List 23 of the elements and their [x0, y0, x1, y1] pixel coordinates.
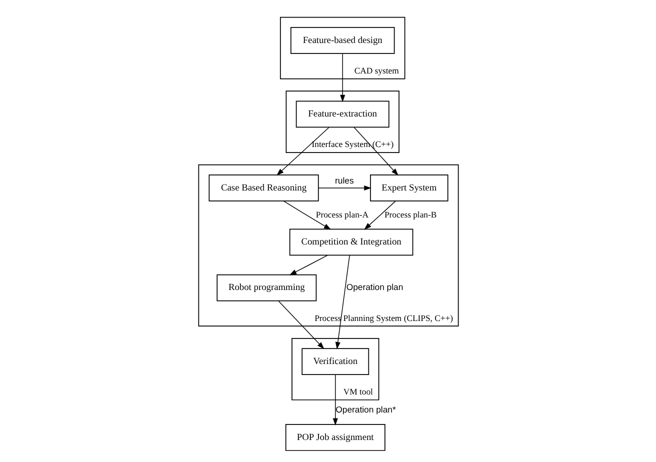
node-box: Verification — [301, 348, 369, 375]
arrow — [364, 200, 396, 230]
arrow — [278, 300, 324, 350]
node-box: Expert System — [370, 174, 448, 202]
node-box: POP Job assignment — [284, 424, 385, 451]
arrow — [282, 200, 331, 230]
arrow — [276, 127, 329, 176]
edge-label: rules — [334, 175, 354, 186]
edge-label: Process plan-A — [315, 209, 368, 220]
arrow — [340, 53, 345, 102]
node-box: Robot programming — [216, 274, 316, 302]
edge-label: Process plan-B — [384, 209, 436, 220]
node-box: Feature-based design — [290, 26, 394, 54]
node-box: Case Based Reasoning — [208, 174, 318, 202]
node-box: Feature-extraction — [295, 100, 389, 128]
arrow — [318, 185, 371, 190]
arrow — [332, 374, 338, 426]
edge-label: Operation plan* — [335, 404, 396, 415]
arrow — [353, 127, 398, 176]
node-box: Competition & Integration — [288, 228, 413, 256]
edge-label: Operation plan — [346, 282, 403, 292]
arrow — [334, 254, 350, 350]
arrow — [288, 254, 328, 276]
